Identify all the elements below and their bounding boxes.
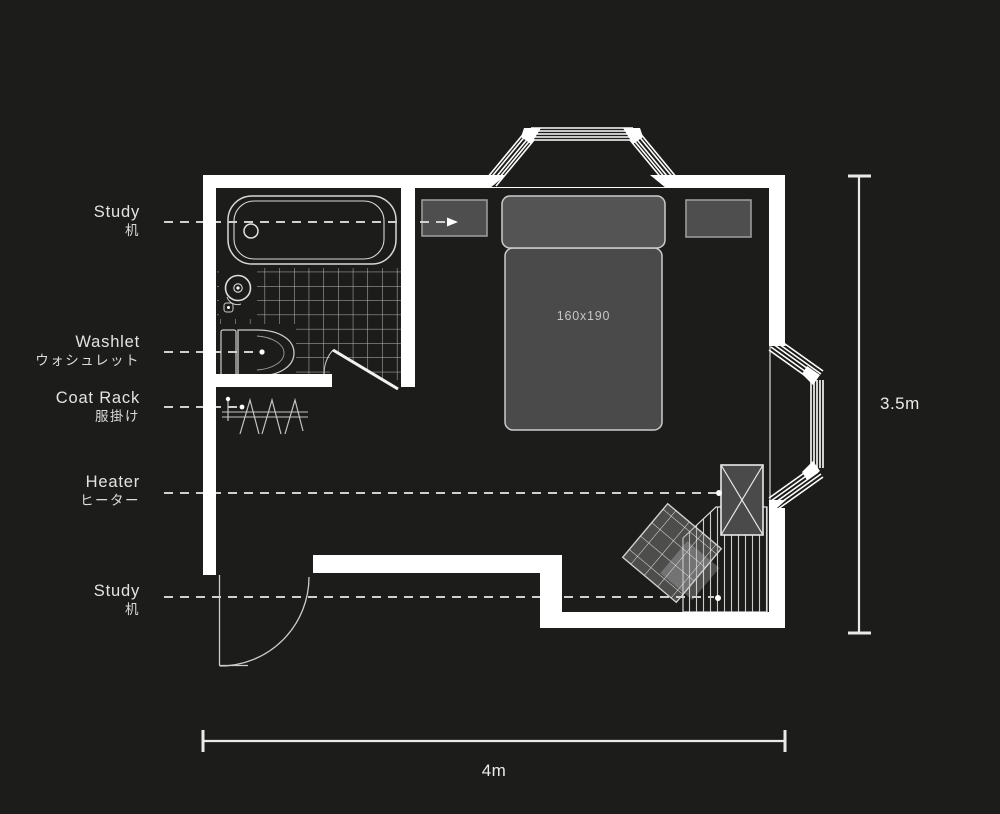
bed-size-label: 160x190 [556, 309, 611, 323]
bed-headboard [501, 195, 666, 249]
coat-hook [225, 396, 231, 402]
wall-bathroom-bottom [216, 374, 332, 387]
label-study-top-ja: 机 [125, 223, 140, 238]
door-swing-arc [219, 576, 310, 667]
dimension-line-width [201, 730, 787, 752]
leader-lines [164, 221, 716, 598]
label-study-bottom-ja: 机 [125, 602, 140, 617]
wall-right-upper [769, 175, 785, 345]
label-heater-ja: ヒーター [80, 493, 140, 508]
label-study-top: Study 机 [94, 203, 140, 240]
walls [203, 175, 785, 628]
sink [219, 267, 257, 319]
toilet [216, 324, 296, 380]
bathtub [227, 195, 397, 265]
study-desk-top [421, 199, 488, 237]
bathroom-door-leaf [332, 348, 399, 391]
wall-left [203, 175, 216, 575]
desk-chair [621, 502, 723, 604]
label-coat-rack: Coat Rack 服掛け [56, 389, 140, 426]
bed [501, 195, 666, 431]
label-washlet-en: Washlet [75, 333, 140, 351]
bay-window-right [768, 338, 824, 510]
label-study-top-en: Study [93, 203, 140, 221]
label-study-bottom: Study 机 [94, 582, 140, 619]
bathtub-drain [243, 223, 259, 239]
label-coat-rack-ja: 服掛け [95, 409, 140, 424]
leader-endpoints [239, 217, 722, 601]
wall-top-right [666, 175, 785, 188]
wall-mid [313, 555, 562, 573]
wall-bathroom-right [401, 175, 415, 387]
label-study-bottom-en: Study [93, 582, 140, 600]
dimension-line-height [848, 174, 871, 635]
entry-door [218, 575, 310, 667]
label-heater-en: Heater [85, 473, 140, 491]
label-coat-rack-en: Coat Rack [55, 389, 140, 407]
side-table [685, 199, 752, 238]
bed-mattress [504, 247, 663, 431]
bay-window-top [486, 127, 678, 188]
label-washlet: Washlet ウォシュレット [35, 333, 140, 370]
dimension-height-label: 3.5m [880, 394, 920, 413]
wall-bottom [540, 612, 785, 628]
wall-top-left [203, 175, 490, 188]
dimension-width-label: 4m [481, 761, 507, 780]
wall-right-lower [769, 508, 785, 628]
heater [720, 464, 764, 536]
label-washlet-ja: ウォシュレット [35, 353, 140, 368]
coat-rack [222, 396, 308, 435]
label-heater: Heater ヒーター [80, 473, 140, 510]
bathroom-door [323, 348, 401, 391]
wall-step [540, 573, 562, 614]
